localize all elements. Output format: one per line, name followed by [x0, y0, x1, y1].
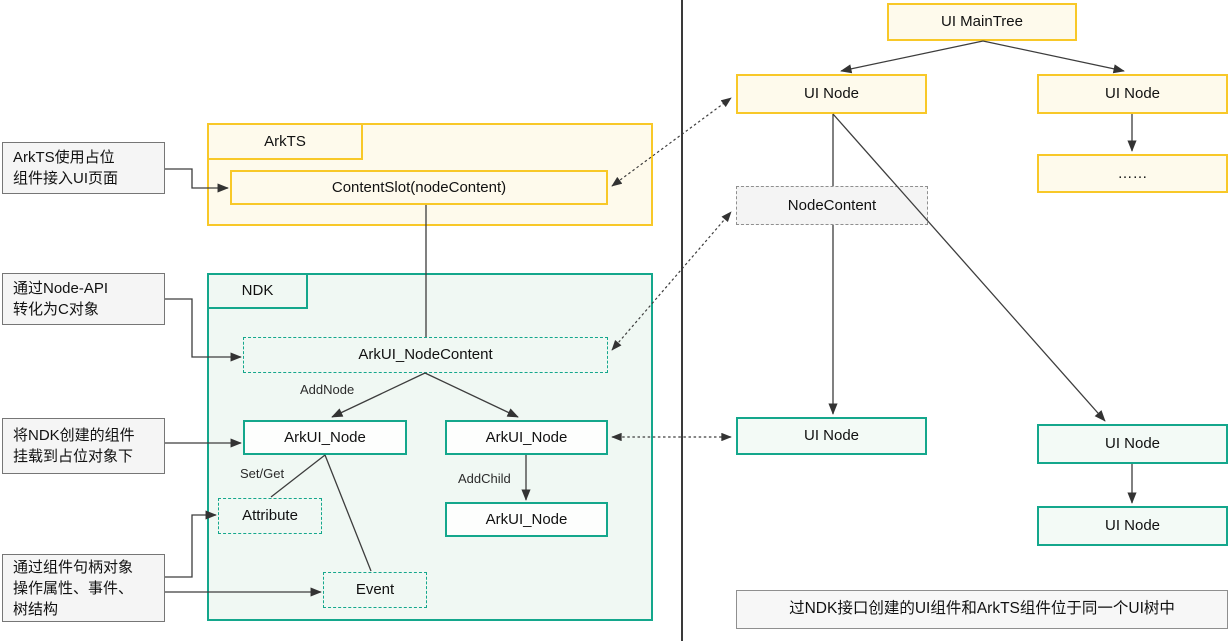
event-node: Event — [323, 572, 427, 608]
attribute-node: Attribute — [218, 498, 322, 534]
annotation-line: 转化为C对象 — [13, 301, 99, 318]
annotation-handle-ops: 通过组件句柄对象 操作属性、事件、 树结构 — [2, 554, 165, 622]
ui-node-label: UI Node — [1104, 85, 1161, 102]
annotation-line: 操作属性、事件、 — [13, 579, 134, 597]
arkui-node-right-label: ArkUI_Node — [485, 428, 568, 446]
ui-node-green-right-2: UI Node — [1037, 506, 1228, 546]
ui-maintree-node: UI MainTree — [887, 3, 1077, 41]
attribute-label: Attribute — [242, 507, 298, 524]
arkui-node-child: ArkUI_Node — [445, 502, 608, 537]
edge-label-addnode: AddNode — [300, 382, 355, 397]
arkts-group-label: ArkTS — [264, 132, 306, 150]
annotation-mount-ndk: 将NDK创建的组件 挂载到占位对象下 — [2, 418, 165, 474]
annotation-line: 树结构 — [13, 600, 59, 618]
ui-node-yellow-left: UI Node — [736, 74, 927, 114]
ui-node-green-right-1: UI Node — [1037, 424, 1228, 464]
arkts-group-tab: ArkTS — [207, 123, 363, 160]
nodecontent-node: NodeContent — [736, 186, 928, 225]
ellipsis-label: …… — [1117, 164, 1148, 182]
ui-node-green-left: UI Node — [736, 417, 927, 455]
annotation-line: 组件接入UI页面 — [13, 170, 119, 187]
arkui-nodecontent-label: ArkUI_NodeContent — [358, 346, 493, 363]
ui-node-yellow-right: UI Node — [1037, 74, 1228, 114]
ellipsis-node: …… — [1037, 154, 1228, 193]
event-label: Event — [355, 581, 395, 598]
ui-node-label: UI Node — [803, 427, 860, 444]
ndk-group-label: NDK — [241, 282, 274, 299]
annotation-line: 挂载到占位对象下 — [13, 448, 134, 465]
edge-label-setget: Set/Get — [240, 466, 285, 481]
ui-node-label: UI Node — [1104, 517, 1161, 534]
arkui-node-right: ArkUI_Node — [445, 420, 608, 455]
nodecontent-label: NodeContent — [787, 196, 877, 214]
annotation-line: 通过Node-API — [13, 280, 109, 297]
arkui-nodecontent-node: ArkUI_NodeContent — [243, 337, 608, 373]
caption-box: 过NDK接口创建的UI组件和ArkTS组件位于同一个UI树中 — [736, 590, 1228, 629]
annotation-node-api: 通过Node-API 转化为C对象 — [2, 273, 165, 325]
annotation-line: 通过组件句柄对象 — [13, 558, 134, 576]
contentslot-node: ContentSlot(nodeContent) — [230, 170, 608, 205]
ui-node-label: UI Node — [1104, 435, 1161, 452]
arkui-node-child-label: ArkUI_Node — [485, 510, 568, 528]
arkui-node-left-label: ArkUI_Node — [284, 428, 366, 446]
annotation-line: 将NDK创建的组件 — [13, 427, 135, 444]
ui-maintree-label: UI MainTree — [941, 13, 1023, 30]
ui-node-label: UI Node — [803, 85, 860, 102]
ndk-group-tab: NDK — [207, 273, 308, 309]
edge-label-addchild: AddChild — [458, 471, 511, 486]
annotation-arkts-placeholder: ArkTS使用占位 组件接入UI页面 — [2, 142, 165, 194]
contentslot-label: ContentSlot(nodeContent) — [331, 178, 507, 196]
annotation-line: ArkTS使用占位 — [13, 149, 115, 166]
arkui-node-left: ArkUI_Node — [243, 420, 407, 455]
caption-text: 过NDK接口创建的UI组件和ArkTS组件位于同一个UI树中 — [789, 600, 1175, 618]
